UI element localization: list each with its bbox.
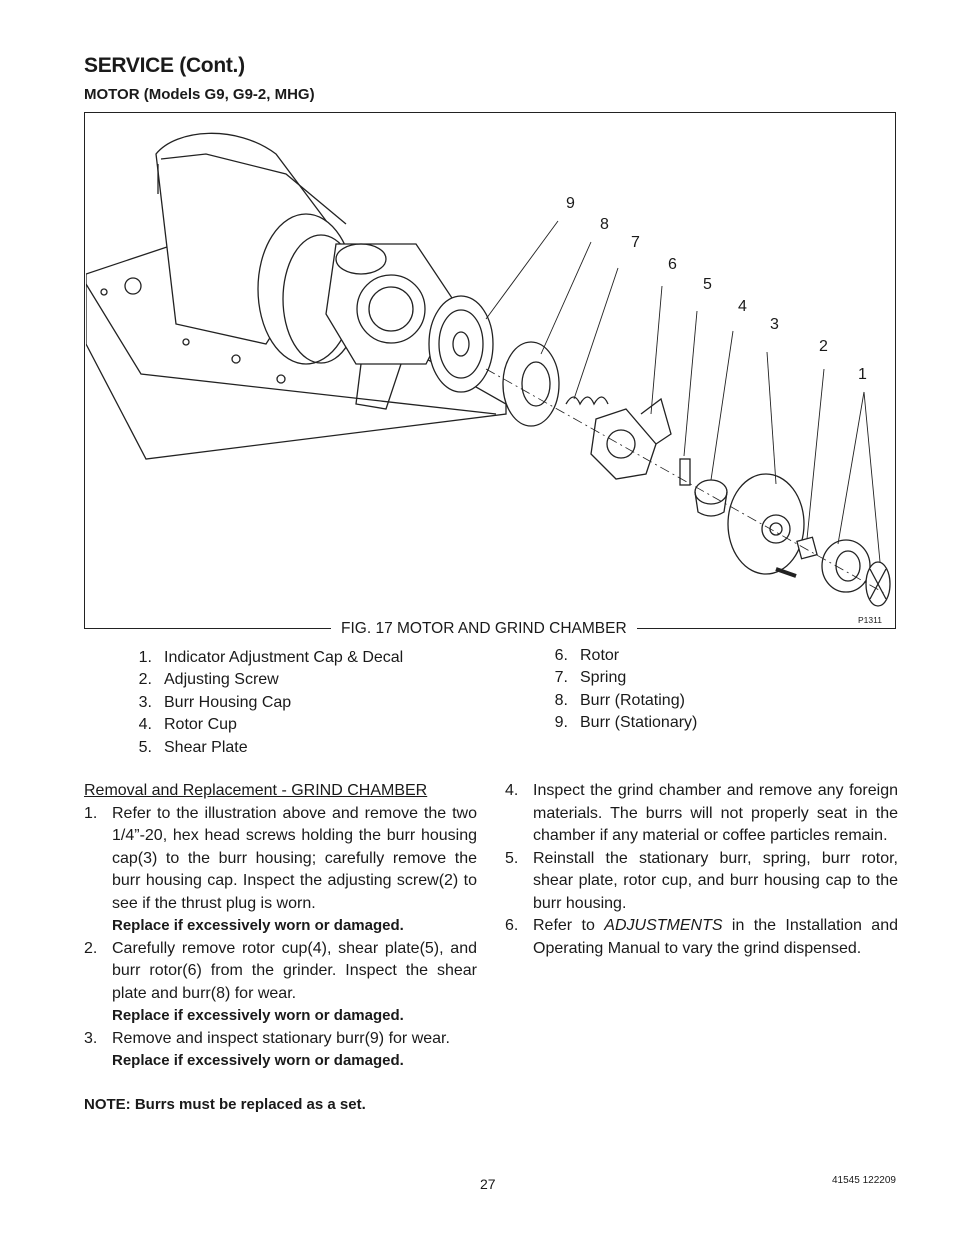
parts-list-left: 1.Indicator Adjustment Cap & Decal 2.Adj…: [124, 647, 404, 759]
motor-grind-chamber-illustration: [86, 132, 891, 607]
callout-2: 2: [819, 338, 828, 355]
figure-id: P1311: [858, 615, 882, 625]
list-item: 6.Rotor: [554, 647, 620, 664]
callout-6: 6: [668, 256, 677, 273]
procedure-heading: Removal and Replacement - GRIND CHAMBER: [84, 782, 428, 799]
list-item: 9.Burr (Stationary): [554, 714, 698, 732]
note: NOTE: Burrs must be replaced as a set.: [84, 1096, 366, 1113]
document-id: 41545 122209: [832, 1175, 896, 1186]
step-1-warning: Replace if excessively worn or damaged.: [112, 917, 404, 934]
step-2-warning: Replace if excessively worn or damaged.: [112, 1007, 404, 1024]
step-4: 4.Inspect the grind chamber and remove a…: [505, 782, 898, 844]
list-item: 8.Burr (Rotating): [554, 691, 685, 709]
list-item: 4.Rotor Cup: [138, 716, 237, 734]
list-item: 2.Adjusting Screw: [138, 671, 279, 689]
step-5: 5.Reinstall the stationary burr, spring,…: [505, 849, 898, 912]
callout-3: 3: [770, 316, 779, 333]
step-2: 2.Carefully remove rotor cup(4), shear p…: [84, 939, 477, 1002]
adjustments-reference: ADJUSTMENTS: [604, 917, 723, 934]
step-6: 6.Refer to ADJUSTMENTS in the Installati…: [505, 917, 899, 957]
callout-4: 4: [738, 298, 747, 315]
callout-7: 7: [631, 234, 640, 251]
callout-5: 5: [703, 276, 712, 293]
step-3: 3.Remove and inspect stationary burr(9) …: [84, 1029, 450, 1047]
callout-9: 9: [566, 195, 575, 212]
page-title: SERVICE (Cont.): [84, 54, 245, 77]
page-number: 27: [480, 1176, 496, 1192]
list-item: 1.Indicator Adjustment Cap & Decal: [138, 649, 404, 666]
list-item: 5.Shear Plate: [138, 738, 248, 756]
step-1: 1.Refer to the illustration above and re…: [84, 804, 477, 912]
list-item: 3.Burr Housing Cap: [138, 693, 292, 711]
step-3-warning: Replace if excessively worn or damaged.: [112, 1052, 404, 1069]
procedure-left-column: Removal and Replacement - GRIND CHAMBER …: [84, 780, 477, 1073]
callout-8: 8: [600, 216, 609, 233]
section-subtitle: MOTOR (Models G9, G9-2, MHG): [84, 86, 315, 103]
figure-caption: FIG. 17 MOTOR AND GRIND CHAMBER: [331, 620, 637, 638]
procedure-right-column: 4.Inspect the grind chamber and remove a…: [505, 780, 898, 960]
parts-list-right: 6.Rotor 7.Spring 8.Burr (Rotating) 9.Bur…: [540, 645, 698, 735]
callout-1: 1: [858, 366, 867, 383]
list-item: 7.Spring: [554, 669, 627, 687]
